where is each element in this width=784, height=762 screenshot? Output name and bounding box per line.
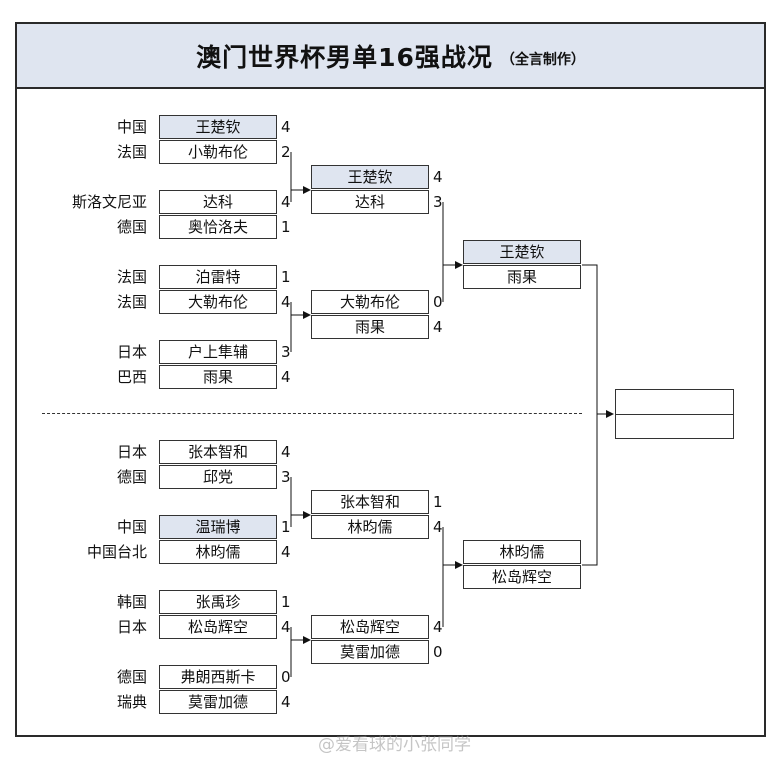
score-label: 3: [281, 468, 291, 486]
score-label: 4: [281, 543, 291, 561]
country-label: 中国台北: [86, 543, 147, 561]
player-box: 林昀儒: [159, 540, 277, 564]
score-label: 4: [281, 443, 291, 461]
country-label: 法国: [116, 143, 147, 161]
player-box: 雨果: [159, 365, 277, 389]
player-box: 大勒布伦: [159, 290, 277, 314]
final-slot-2: [616, 415, 733, 439]
country-label: 德国: [116, 668, 147, 686]
qf-player-box: 张本智和: [311, 490, 429, 514]
country-label: 日本: [116, 443, 147, 461]
sf-player-box: 林昀儒: [463, 540, 581, 564]
score-label: 1: [281, 218, 291, 236]
player-box: 达科: [159, 190, 277, 214]
score-label: 1: [281, 518, 291, 536]
qf-score-label: 3: [433, 193, 443, 211]
sf-player-box: 雨果: [463, 265, 581, 289]
player-box: 张本智和: [159, 440, 277, 464]
country-label: 法国: [116, 268, 147, 286]
qf-score-label: 1: [433, 493, 443, 511]
player-box: 户上隼辅: [159, 340, 277, 364]
score-label: 4: [281, 118, 291, 136]
player-box: 王楚钦: [159, 115, 277, 139]
country-label: 德国: [116, 218, 147, 236]
final-slot-1: [616, 390, 733, 415]
qf-player-box: 松岛辉空: [311, 615, 429, 639]
player-box: 温瑞博: [159, 515, 277, 539]
player-box: 泊雷特: [159, 265, 277, 289]
qf-player-box: 林昀儒: [311, 515, 429, 539]
score-label: 4: [281, 368, 291, 386]
score-label: 4: [281, 693, 291, 711]
page-title: 澳门世界杯男单16强战况: [196, 42, 493, 72]
score-label: 1: [281, 268, 291, 286]
qf-player-box: 莫雷加德: [311, 640, 429, 664]
qf-score-label: 0: [433, 293, 443, 311]
player-box: 小勒布伦: [159, 140, 277, 164]
qf-score-label: 4: [433, 318, 443, 336]
country-label: 斯洛文尼亚: [71, 193, 147, 211]
country-label: 日本: [116, 343, 147, 361]
qf-player-box: 王楚钦: [311, 165, 429, 189]
half-divider: [42, 413, 582, 414]
country-label: 中国: [116, 118, 147, 136]
qf-score-label: 4: [433, 518, 443, 536]
qf-player-box: 达科: [311, 190, 429, 214]
sf-player-box: 王楚钦: [463, 240, 581, 264]
country-label: 瑞典: [116, 693, 147, 711]
country-label: 韩国: [116, 593, 147, 611]
player-box: 奥恰洛夫: [159, 215, 277, 239]
page-subtitle: （全言制作）: [500, 51, 585, 68]
score-label: 2: [281, 143, 291, 161]
score-label: 3: [281, 343, 291, 361]
player-box: 张禹珍: [159, 590, 277, 614]
player-box: 莫雷加德: [159, 690, 277, 714]
score-label: 4: [281, 193, 291, 211]
country-label: 中国: [116, 518, 147, 536]
country-label: 德国: [116, 468, 147, 486]
score-label: 0: [281, 668, 291, 686]
bracket-frame: [15, 22, 766, 737]
qf-player-box: 雨果: [311, 315, 429, 339]
score-label: 4: [281, 618, 291, 636]
player-box: 松岛辉空: [159, 615, 277, 639]
qf-score-label: 0: [433, 643, 443, 661]
final-box: [615, 389, 734, 439]
player-box: 弗朗西斯卡: [159, 665, 277, 689]
title-bar: 澳门世界杯男单16强战况 （全言制作）: [17, 24, 764, 89]
watermark: @爱看球的小张同学: [318, 735, 471, 755]
country-label: 巴西: [116, 368, 147, 386]
sf-player-box: 松岛辉空: [463, 565, 581, 589]
player-box: 邱党: [159, 465, 277, 489]
country-label: 法国: [116, 293, 147, 311]
qf-score-label: 4: [433, 618, 443, 636]
country-label: 日本: [116, 618, 147, 636]
qf-player-box: 大勒布伦: [311, 290, 429, 314]
score-label: 4: [281, 293, 291, 311]
qf-score-label: 4: [433, 168, 443, 186]
score-label: 1: [281, 593, 291, 611]
